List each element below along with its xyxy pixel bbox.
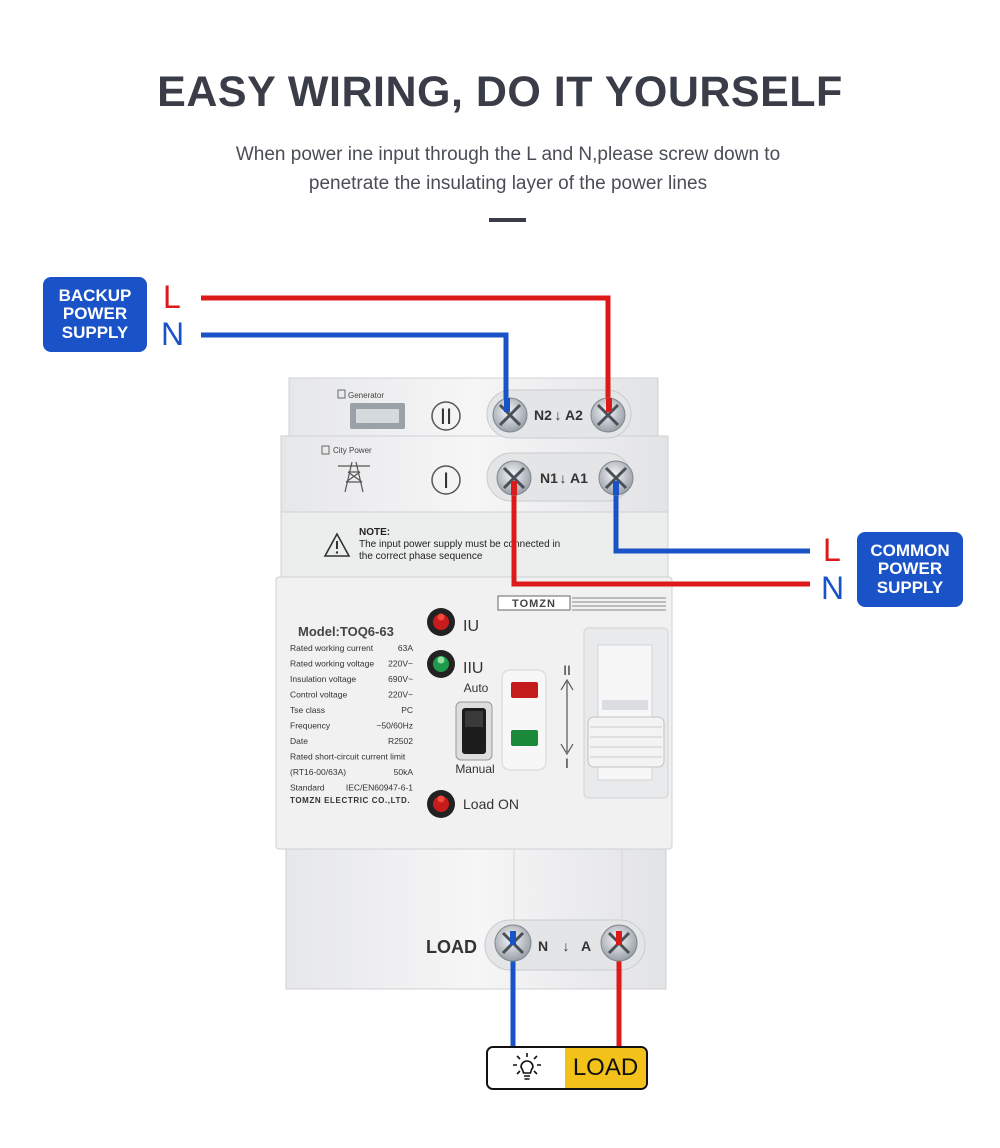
common-live-letter: L xyxy=(823,532,841,568)
backup-live-wire xyxy=(201,295,611,412)
common-badge-line-2: POWER xyxy=(877,559,943,579)
switch-bottom-label: I xyxy=(565,755,569,771)
svg-text:↓: ↓ xyxy=(555,407,562,423)
green-button[interactable] xyxy=(511,730,538,746)
spec-value: 220V~ xyxy=(388,659,413,669)
subtitle-line-1: When power ine input through the L and N… xyxy=(235,144,781,165)
spec-value: R2502 xyxy=(388,736,413,746)
indicator-iu-label: IU xyxy=(463,618,479,635)
spec-name: Rated working current xyxy=(290,643,374,653)
terminal-load-a-label: A xyxy=(581,938,591,954)
spec-name: Rated short-circuit current limit xyxy=(290,752,406,762)
screw-a1 xyxy=(598,460,634,496)
terminal-load-n-label: N xyxy=(538,938,548,954)
spec-value: IEC/EN60947-6-1 xyxy=(346,783,413,793)
spec-value: 63A xyxy=(398,643,413,653)
manual-label: Manual xyxy=(455,762,494,776)
common-badge-line-1: COMMON xyxy=(870,540,950,560)
backup-badge-line-1: BACKUP xyxy=(58,285,132,305)
red-button[interactable] xyxy=(511,682,538,698)
common-neutral-wire xyxy=(613,476,810,554)
spec-name: Tse class xyxy=(290,705,325,715)
indicator-load-on xyxy=(427,790,455,818)
backup-power-supply-badge: BACKUP POWER SUPPLY xyxy=(43,277,147,352)
note-line-1: The input power supply must be connected… xyxy=(359,539,560,550)
common-live-wire xyxy=(511,476,810,587)
backup-badge-line-2: POWER xyxy=(62,304,128,324)
spec-name: (RT16-00/63A) xyxy=(290,767,346,777)
warning-icon xyxy=(323,532,351,557)
backup-live-letter: L xyxy=(163,279,181,315)
terminal-n1-label: N1 xyxy=(540,470,558,486)
load-box: LOAD xyxy=(486,1046,648,1090)
screw-n1 xyxy=(496,460,532,496)
spec-list: Rated working current 63A Rated working vo… xyxy=(290,643,413,793)
screw-n2 xyxy=(492,397,528,433)
note-line-2: the correct phase sequence xyxy=(359,551,483,562)
backup-neutral-letter: N xyxy=(161,316,185,352)
generator-symbol: II xyxy=(440,404,452,429)
spec-value: PC xyxy=(401,705,413,715)
load-on-label: Load ON xyxy=(463,796,519,812)
backup-badge-line-3: SUPPLY xyxy=(61,322,129,342)
spec-value: 220V~ xyxy=(388,690,413,700)
common-neutral-letter: N xyxy=(821,570,845,606)
generator-label: Generator xyxy=(348,391,384,400)
transfer-handle[interactable] xyxy=(587,716,665,768)
common-badge-line-3: SUPPLY xyxy=(876,577,944,597)
city-power-symbol: I xyxy=(443,468,449,493)
note-title: NOTE: xyxy=(359,527,390,538)
spec-name: Frequency xyxy=(290,721,331,731)
maker-label: TOMZN ELECTRIC CO.,LTD. xyxy=(290,796,410,805)
brand-logo: TOMZN xyxy=(512,598,556,610)
load-icon-cell xyxy=(488,1048,565,1088)
svg-text:↓: ↓ xyxy=(563,938,570,954)
spec-name: Control voltage xyxy=(290,690,347,700)
screw-a2 xyxy=(590,397,626,433)
spec-value: 690V~ xyxy=(388,674,413,684)
backup-neutral-wire xyxy=(201,332,509,412)
auto-label: Auto xyxy=(464,681,489,695)
spec-name: Rated working voltage xyxy=(290,659,374,669)
spec-value: ~50/60Hz xyxy=(376,721,413,731)
indicator-iu xyxy=(427,608,455,636)
indicator-iiu xyxy=(427,650,455,678)
pylon-icon xyxy=(338,461,370,493)
city-power-label: City Power xyxy=(333,446,372,455)
terminal-a2-label: A2 xyxy=(565,407,583,423)
common-power-supply-badge: COMMON POWER SUPPLY xyxy=(857,532,963,607)
svg-text:↓: ↓ xyxy=(560,470,567,486)
indicator-iiu-label: IIU xyxy=(463,660,483,677)
page-title: EASY WIRING, DO IT YOURSELF xyxy=(157,68,843,116)
load-box-label: LOAD xyxy=(565,1048,646,1088)
lightbulb-icon xyxy=(512,1053,541,1080)
load-terminal-label: LOAD xyxy=(426,937,477,957)
spec-value: 50kA xyxy=(394,767,414,777)
subtitle-line-2: penetrate the insulating layer of the po… xyxy=(308,173,708,194)
model-label: Model:TOQ6-63 xyxy=(298,624,394,639)
spec-name: Date xyxy=(290,736,308,746)
spec-name: Standard xyxy=(290,783,325,793)
spec-name: Insulation voltage xyxy=(290,674,356,684)
title-divider xyxy=(489,218,526,222)
switch-top-label: II xyxy=(563,662,571,678)
page-subtitle: When power ine input through the L and N… xyxy=(150,140,866,198)
terminal-a1-label: A1 xyxy=(570,470,588,486)
terminal-n2-label: N2 xyxy=(534,407,552,423)
